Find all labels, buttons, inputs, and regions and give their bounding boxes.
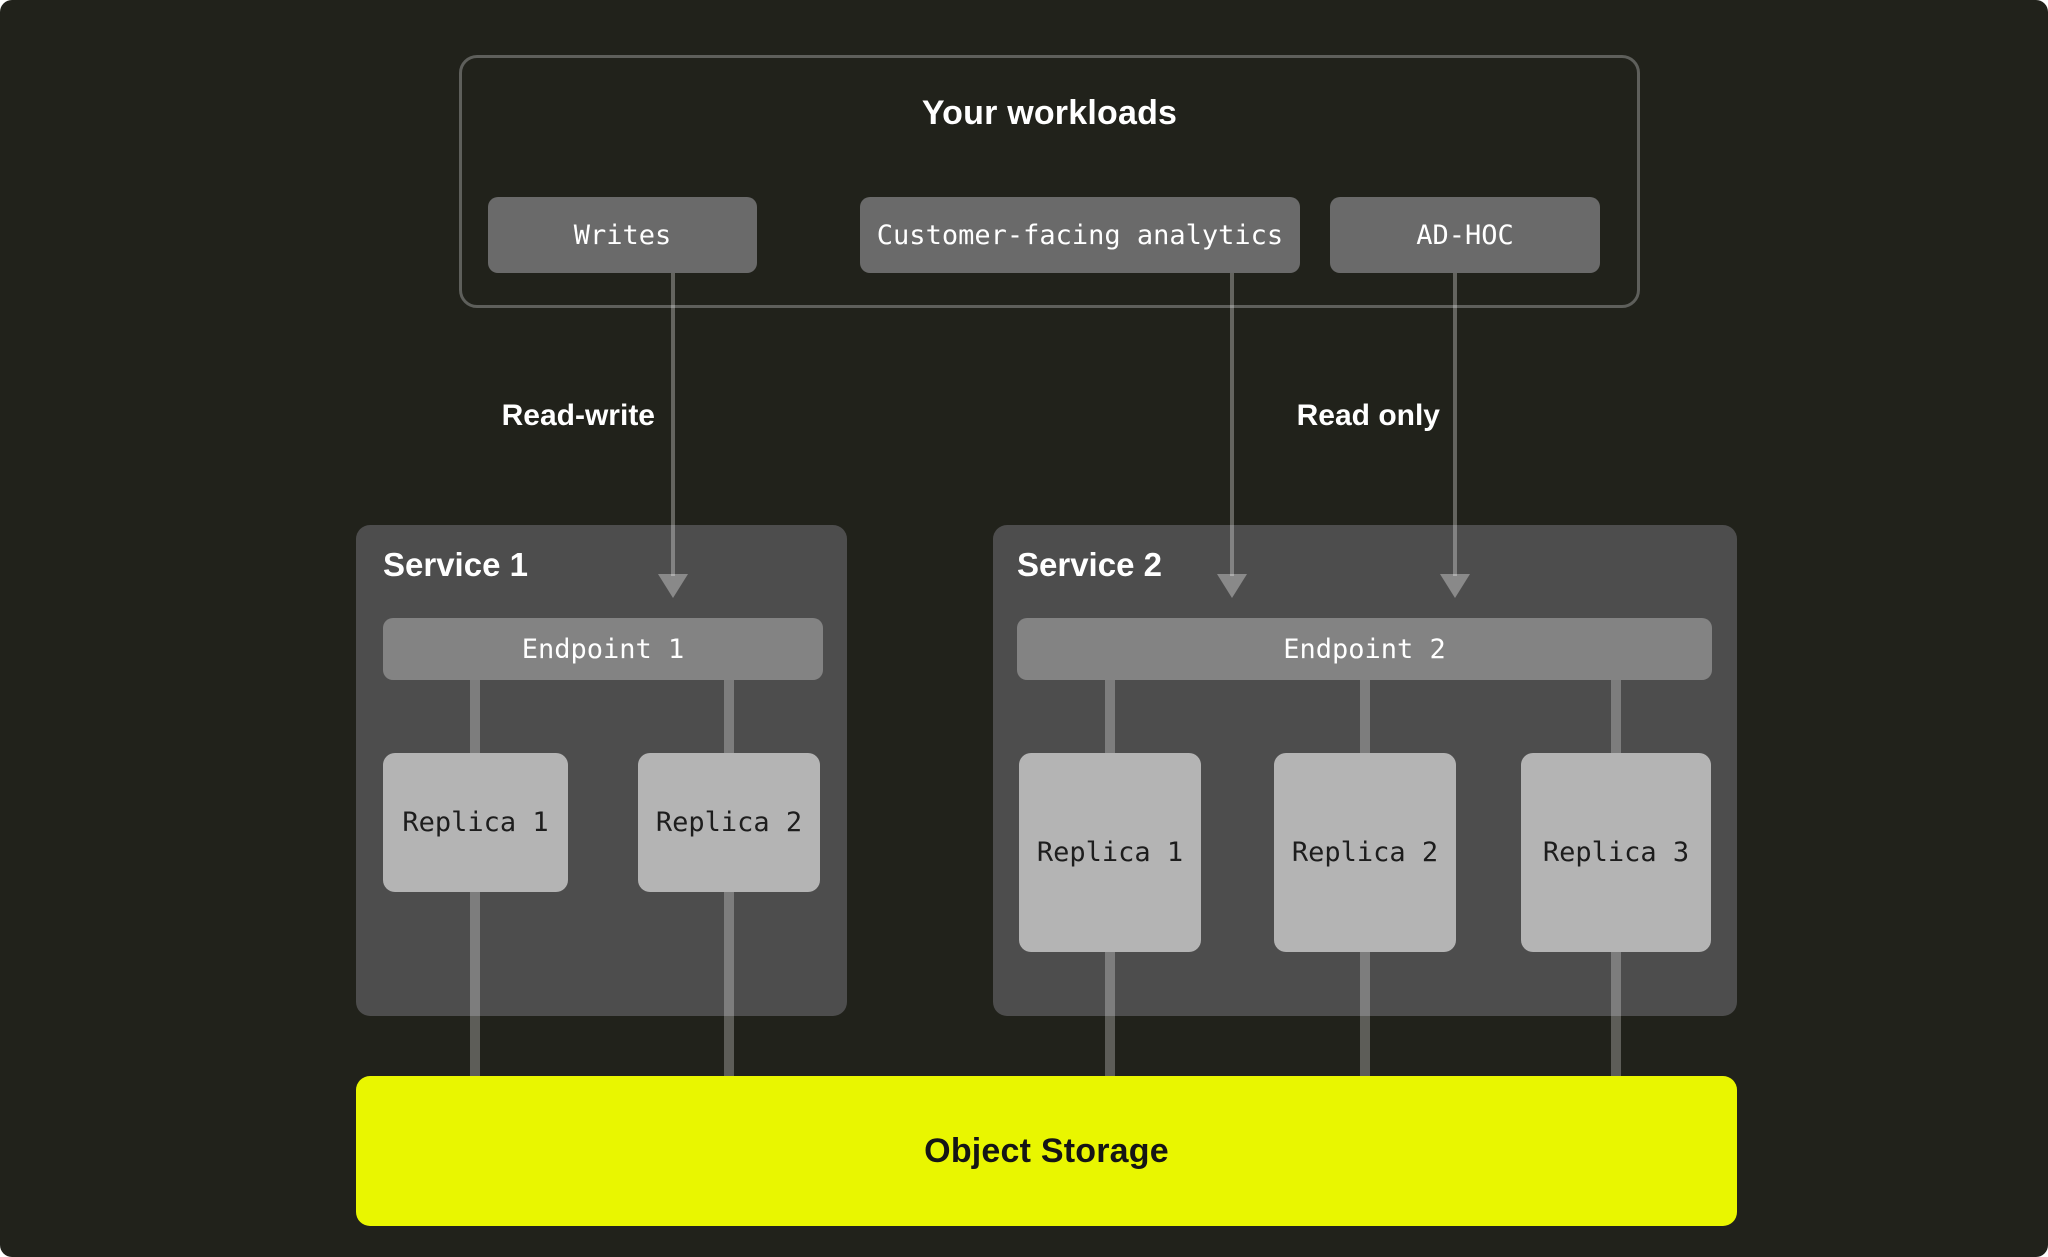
writes-arrow-head-icon (658, 574, 688, 598)
writes-arrow-line (671, 273, 675, 576)
workload-chip-writes: Writes (488, 197, 757, 273)
read-write-label: Read-write (501, 399, 655, 432)
service-1-replica-1: Replica 1 (383, 753, 568, 892)
service-2-title: Service 2 (1017, 546, 1162, 583)
workload-chip-customer-facing-analytics-label: Customer-facing analytics (876, 219, 1284, 251)
service-2-endpoint: Endpoint 2 (1017, 618, 1712, 680)
service-1-box: Service 1 Endpoint 1 Replica 1 Replica 2 (356, 525, 847, 1076)
service-2-replica-1: Replica 1 (1019, 753, 1201, 952)
workload-chip-ad-hoc-label: AD-HOC (1416, 219, 1514, 251)
service-2-replica-3-label: Replica 3 (1542, 837, 1690, 868)
object-storage-box: Object Storage (356, 1076, 1737, 1226)
service-2-replica-2: Replica 2 (1274, 753, 1456, 952)
service-2-replica-1-label: Replica 1 (1036, 837, 1184, 868)
service-2-endpoint-label: Endpoint 2 (1283, 633, 1446, 665)
workloads-title: Your workloads (921, 94, 1178, 132)
service-1-replica-2-label: Replica 2 (655, 807, 803, 838)
service-1-title: Service 1 (383, 546, 528, 583)
object-storage-label: Object Storage (924, 1131, 1169, 1170)
workload-chip-ad-hoc: AD-HOC (1330, 197, 1600, 273)
workloads-panel: Your workloads Writes Customer-facing an… (459, 55, 1640, 308)
workload-chip-customer-facing-analytics: Customer-facing analytics (860, 197, 1300, 273)
service-1-endpoint: Endpoint 1 (383, 618, 823, 680)
analytics-arrow-line (1230, 273, 1234, 576)
adhoc-arrow-line (1453, 273, 1457, 576)
read-only-label: Read only (1296, 399, 1440, 432)
service-1-replica-1-label: Replica 1 (402, 807, 549, 838)
service-2-replica-3: Replica 3 (1521, 753, 1711, 952)
analytics-arrow-head-icon (1217, 574, 1247, 598)
service-1-replica-2: Replica 2 (638, 753, 820, 892)
workload-chip-writes-label: Writes (573, 219, 672, 251)
service-1-endpoint-label: Endpoint 1 (521, 633, 685, 665)
adhoc-arrow-head-icon (1440, 574, 1470, 598)
service-2-replica-2-label: Replica 2 (1291, 837, 1439, 868)
service-2-box: Service 2 Endpoint 2 Replica 1 Replica 2… (993, 525, 1737, 1076)
